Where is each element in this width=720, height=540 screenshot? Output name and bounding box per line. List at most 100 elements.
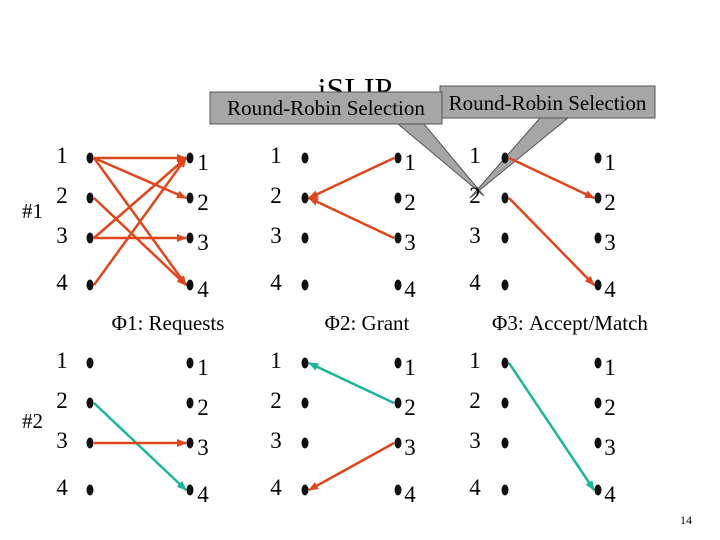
arrow-r1-p2-1 [308, 156, 395, 200]
output-port-label-r2-p2-3: 3 [404, 435, 416, 460]
input-port-dot-r2-p2-3 [301, 437, 309, 449]
input-port-dot-r1-p1-4 [86, 279, 94, 291]
output-port-dot-r1-p2-4 [394, 279, 402, 291]
phase-label-accept-match: Φ3: Accept/Match [492, 311, 648, 335]
arrow-r1-p1-6 [92, 157, 188, 286]
output-port-dot-r1-p2-1 [394, 152, 402, 164]
output-port-dot-r2-p2-2 [394, 397, 402, 409]
output-port-label-r2-p1-2: 2 [197, 395, 209, 420]
input-port-label-r1-p3-3: 3 [469, 223, 481, 248]
output-port-label-r1-p2-4: 4 [404, 277, 416, 302]
input-port-label-r2-p3-3: 3 [469, 428, 481, 453]
input-port-dot-r1-p2-4 [301, 279, 309, 291]
output-port-dot-r2-p2-3 [394, 437, 402, 449]
input-port-label-r1-p2-4: 4 [270, 270, 282, 295]
output-port-label-r2-p3-4: 4 [604, 482, 616, 507]
output-port-label-r1-p1-1: 1 [197, 150, 209, 175]
output-port-dot-r1-p1-3 [186, 232, 194, 244]
callout-2-text: Round-Robin Selection [449, 91, 647, 115]
arrow-r2-p2-2 [308, 441, 395, 492]
input-port-label-r1-p1-4: 4 [56, 270, 68, 295]
input-port-dot-r2-p3-3 [501, 437, 509, 449]
arrow-r1-p1-4 [93, 157, 187, 239]
arrow-r2-p3-1 [507, 362, 596, 491]
output-port-label-r1-p3-4: 4 [604, 277, 616, 302]
output-port-dot-r1-p3-2 [594, 192, 602, 204]
output-port-label-r1-p3-3: 3 [604, 230, 616, 255]
output-port-dot-r1-p1-2 [186, 192, 194, 204]
input-port-dot-r1-p2-1 [301, 152, 309, 164]
input-port-dot-r2-p2-4 [301, 484, 309, 496]
output-port-dot-r2-p1-2 [186, 397, 194, 409]
input-port-label-r2-p1-4: 4 [56, 475, 68, 500]
output-port-dot-r2-p2-4 [394, 484, 402, 496]
input-port-dot-r1-p1-1 [86, 152, 94, 164]
input-port-dot-r2-p3-2 [501, 397, 509, 409]
output-port-label-r2-p1-4: 4 [197, 482, 209, 507]
arrow-r2-p1-1 [93, 402, 187, 491]
output-port-dot-r2-p3-1 [594, 357, 602, 369]
output-port-label-r2-p3-2: 2 [604, 395, 616, 420]
callout-1: Round-Robin Selection [209, 91, 485, 197]
input-port-dot-r1-p3-1 [501, 152, 509, 164]
edges-layer [92, 154, 596, 492]
input-port-label-r1-p2-2: 2 [270, 183, 282, 208]
output-port-dot-r1-p3-1 [594, 152, 602, 164]
input-port-label-r2-p2-3: 3 [270, 428, 282, 453]
output-port-dot-r2-p1-1 [186, 357, 194, 369]
input-port-dot-r1-p3-4 [501, 279, 509, 291]
input-port-label-r2-p3-2: 2 [469, 388, 481, 413]
output-port-label-r1-p3-1: 1 [604, 150, 616, 175]
output-port-dot-r2-p3-2 [594, 397, 602, 409]
output-port-dot-r2-p3-4 [594, 484, 602, 496]
phase-label-grant: Φ2: Grant [325, 311, 410, 335]
output-port-label-r2-p1-1: 1 [197, 355, 209, 380]
output-port-label-r2-p3-1: 1 [604, 355, 616, 380]
input-port-dot-r2-p2-1 [301, 357, 309, 369]
input-port-dot-r2-p1-2 [86, 397, 94, 409]
arrow-r1-p1-7 [93, 197, 187, 286]
input-port-dot-r2-p3-1 [501, 357, 509, 369]
output-port-label-r1-p1-2: 2 [197, 190, 209, 215]
output-port-label-r1-p3-2: 2 [604, 190, 616, 215]
input-port-dot-r1-p1-2 [86, 192, 94, 204]
input-port-dot-r1-p3-3 [501, 232, 509, 244]
input-port-label-r2-p3-1: 1 [469, 348, 481, 373]
input-port-label-r1-p1-1: 1 [56, 143, 68, 168]
output-port-dot-r1-p3-4 [594, 279, 602, 291]
output-port-label-r2-p2-2: 2 [404, 395, 416, 420]
output-port-label-r1-p1-4: 4 [197, 277, 209, 302]
input-port-dot-r1-p1-3 [86, 232, 94, 244]
input-port-dot-r1-p2-3 [301, 232, 309, 244]
input-port-label-r1-p3-1: 1 [469, 143, 481, 168]
input-port-dot-r1-p3-2 [501, 192, 509, 204]
callout-2: Round-Robin Selection [439, 85, 656, 199]
input-port-dot-r2-p1-3 [86, 437, 94, 449]
output-port-dot-r1-p2-3 [394, 232, 402, 244]
output-port-dot-r2-p1-4 [186, 484, 194, 496]
output-port-dot-r2-p3-3 [594, 437, 602, 449]
input-port-label-r2-p2-1: 1 [270, 348, 282, 373]
input-port-label-r1-p3-4: 4 [469, 270, 481, 295]
input-port-label-r2-p1-2: 2 [56, 388, 68, 413]
input-port-label-r1-p3-2: 2 [469, 183, 481, 208]
arrow-r1-p1-2 [93, 156, 187, 200]
input-port-label-r2-p1-1: 1 [56, 348, 68, 373]
input-port-label-r2-p3-4: 4 [469, 475, 481, 500]
phase-label-requests: Φ1: Requests [112, 311, 225, 335]
row-label-1: #1 [22, 199, 43, 223]
input-port-label-r2-p1-3: 3 [56, 428, 68, 453]
output-port-label-r1-p2-3: 3 [404, 230, 416, 255]
arrow-r2-p2-1 [308, 361, 395, 405]
input-port-label-r1-p1-2: 2 [56, 183, 68, 208]
input-port-dot-r2-p1-4 [86, 484, 94, 496]
arrow-r1-p3-2 [508, 197, 595, 286]
input-port-dot-r2-p1-1 [86, 357, 94, 369]
input-port-label-r2-p2-4: 4 [270, 475, 282, 500]
input-port-label-r2-p2-2: 2 [270, 388, 282, 413]
output-port-dot-r1-p2-2 [394, 192, 402, 204]
page-number: 14 [680, 513, 692, 527]
output-port-label-r1-p1-3: 3 [197, 230, 209, 255]
output-port-label-r2-p2-1: 1 [404, 355, 416, 380]
